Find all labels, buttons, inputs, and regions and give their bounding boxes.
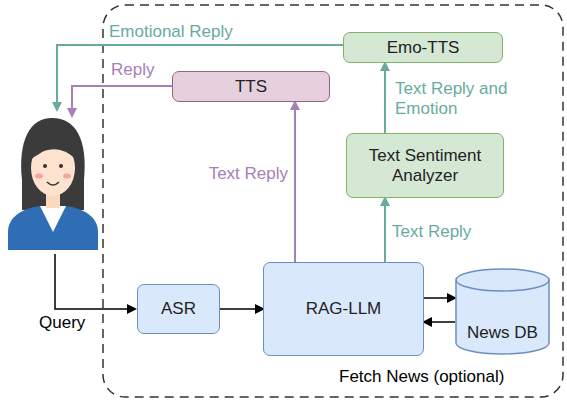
note-label: Fetch News (optional) (338, 367, 505, 387)
emotional-reply-line (57, 45, 343, 110)
reply-line (72, 86, 172, 116)
person-icon (8, 118, 98, 250)
asr-box: ASR (137, 284, 220, 334)
flow-arrow (294, 102, 296, 262)
flow-arrow (220, 308, 263, 310)
flow-arrow (424, 321, 455, 323)
node-text: TTS (235, 77, 267, 97)
node-text: ASR (161, 299, 196, 319)
flow-arrow (384, 63, 386, 133)
reply-label: Reply (110, 60, 155, 80)
query-line (55, 254, 135, 309)
node-text: Emo-TTS (387, 38, 460, 58)
sentiment-analyzer-box: Text Sentiment Analyzer (346, 133, 504, 198)
emo-tts-box: Emo-TTS (343, 32, 503, 63)
flow-arrow (384, 198, 386, 262)
edge-label: Text Reply (391, 222, 472, 242)
node-text: News DB (467, 323, 538, 343)
tts-box: TTS (172, 71, 330, 102)
edge-label: Text Reply (208, 164, 289, 184)
news-db-cylinder: News DB (455, 268, 550, 355)
edge-label: Text Reply and Emotion (394, 79, 518, 119)
reply-label: Emotional Reply (108, 22, 234, 42)
flow-arrow (424, 297, 455, 299)
rag-llm-box: RAG-LLM (263, 262, 424, 356)
query-label: Query (38, 313, 86, 333)
node-text: RAG-LLM (306, 299, 382, 319)
system-boundary (103, 5, 563, 397)
node-text: Text Sentiment Analyzer (353, 146, 497, 186)
